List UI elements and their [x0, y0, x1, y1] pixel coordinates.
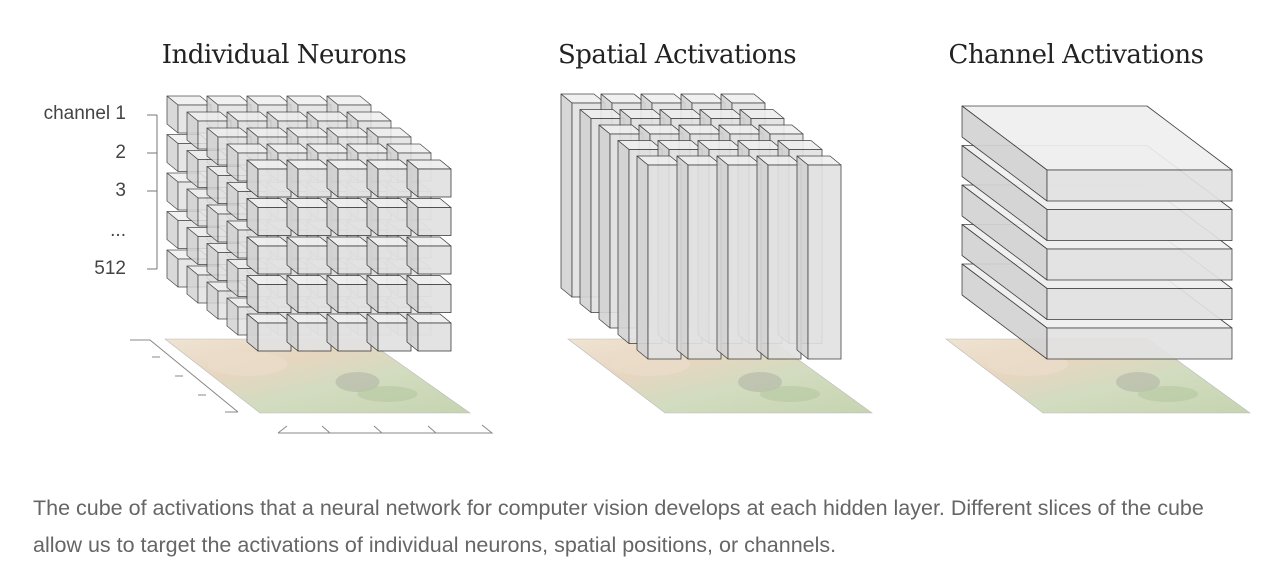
- activation-cube-figure: Individual Neurons Spatial Activations C…: [43, 40, 1251, 434]
- channel-label-512: 512: [94, 258, 126, 279]
- neuron-block: [286, 313, 332, 352]
- neuron-block: [366, 275, 412, 313]
- neuron-block: [406, 275, 452, 313]
- neuron-block: [406, 313, 452, 352]
- neuron-block: [326, 198, 372, 236]
- neuron-block: [246, 236, 292, 275]
- ground-image-neurons: [164, 338, 471, 414]
- neuron-block: [326, 275, 372, 313]
- panel-title-individual-neurons: Individual Neurons: [161, 40, 407, 70]
- neuron-block: [286, 236, 332, 275]
- neuron-block: [326, 236, 372, 275]
- spatial-column: [796, 155, 842, 360]
- channel-label-ellipsis: ...: [110, 220, 126, 241]
- channel-label-3: 3: [115, 180, 126, 201]
- figure-caption: The cube of activations that a neural ne…: [33, 496, 1204, 557]
- neuron-block: [246, 313, 292, 352]
- spatial-column: [756, 155, 802, 360]
- neuron-block: [366, 159, 412, 198]
- spatial-axis-tick: [373, 425, 383, 434]
- channel-slab: [961, 105, 1233, 202]
- spatial-column: [636, 155, 682, 360]
- neuron-block: [406, 159, 452, 198]
- neuron-block: [286, 275, 332, 313]
- neuron-block: [246, 159, 292, 198]
- channel-label-2: 2: [115, 142, 126, 163]
- spatial-column: [676, 155, 722, 360]
- neuron-block: [366, 198, 412, 236]
- channel-label-1: channel 1: [43, 103, 126, 124]
- neuron-block: [326, 159, 372, 198]
- spatial-column: [716, 155, 762, 360]
- neuron-block: [326, 313, 372, 352]
- neuron-block: [206, 127, 252, 166]
- spatial-axis-tick: [321, 425, 331, 434]
- neuron-block: [406, 236, 452, 275]
- spatial-axis-tick: [427, 425, 437, 434]
- neuron-block: [286, 159, 332, 198]
- ground-image-spatial: [567, 338, 873, 414]
- neuron-block: [246, 198, 292, 236]
- cube-diagram: [130, 93, 1251, 434]
- channel-axis: [147, 114, 158, 270]
- neuron-block: [406, 198, 452, 236]
- neuron-block: [366, 236, 412, 275]
- neuron-block: [246, 275, 292, 313]
- neuron-block: [366, 313, 412, 352]
- panel-title-spatial-activations: Spatial Activations: [557, 40, 797, 70]
- neuron-block: [286, 198, 332, 236]
- panel-title-channel-activations: Channel Activations: [948, 40, 1204, 70]
- spatial-axes: [130, 339, 494, 434]
